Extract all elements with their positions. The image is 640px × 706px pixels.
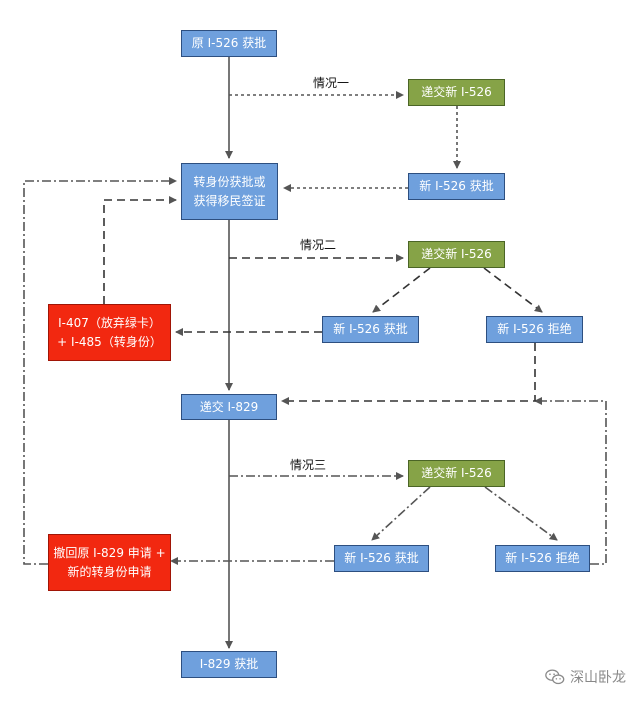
case1-arrows: [229, 91, 461, 192]
node-submit-new-i526-case1: 递交新 I-526: [408, 79, 505, 106]
node-line: 新 I-526 获批: [333, 322, 408, 337]
node-line: 新 I-526 获批: [419, 179, 494, 194]
label-case3: 情况三: [290, 458, 327, 472]
node-line: 获得移民签证: [193, 193, 266, 208]
arrow-denied3-to-i829: [534, 397, 607, 565]
arrow-submit3-to-denied3: [484, 486, 558, 541]
arrow-submit3-to-approved3: [371, 486, 431, 541]
node-adjust-status-or-visa: 转身份获批或 获得移民签证: [181, 163, 278, 220]
node-line: I-829 获批: [199, 657, 259, 672]
node-submit-new-i526-case3: 递交新 I-526: [408, 460, 505, 487]
node-line: 新 I-526 拒绝: [497, 322, 572, 337]
node-i829-approved: I-829 获批: [181, 651, 277, 678]
arrow-submit2-to-approved2: [372, 267, 431, 313]
node-line: 撤回原 I-829 申请 +: [53, 545, 166, 560]
node-line: 新的转身份申请: [67, 564, 152, 579]
node-new-i526-denied-case3: 新 I-526 拒绝: [495, 545, 590, 572]
watermark: 深山卧龙: [544, 666, 626, 688]
wechat-icon: [545, 669, 565, 685]
node-submit-i829: 递交 I-829: [181, 394, 277, 420]
node-line: 转身份获批或: [193, 174, 266, 189]
node-line: 新 I-526 获批: [344, 551, 419, 566]
node-line: 递交新 I-526: [421, 247, 492, 262]
arrow-submit2-to-denied2: [483, 267, 543, 313]
node-line: 递交 I-829: [199, 399, 259, 414]
label-case2: 情况二: [300, 238, 337, 252]
watermark-text: 深山卧龙: [570, 670, 626, 686]
node-i407-plus-i485: I-407（放弃绿卡） + I-485（转身份）: [48, 304, 171, 361]
node-new-i526-denied-case2: 新 I-526 拒绝: [486, 316, 583, 343]
node-line: 原 I-526 获批: [191, 36, 267, 51]
case3-arrows: [23, 177, 607, 565]
node-line: I-407（放弃绿卡）: [58, 315, 161, 330]
arrow-withdraw-to-adjust: [23, 177, 177, 565]
node-new-i526-approved-case3: 新 I-526 获批: [334, 545, 429, 572]
node-line: 新 I-526 拒绝: [505, 551, 580, 566]
node-line: 递交新 I-526: [421, 85, 492, 100]
label-case1: 情况一: [313, 76, 350, 90]
case2-denied-return: [281, 343, 536, 405]
node-submit-new-i526-case2: 递交新 I-526: [408, 241, 505, 268]
node-line: 递交新 I-526: [421, 466, 492, 481]
node-line: + I-485（转身份）: [57, 334, 162, 349]
arrow-denied2-to-i829: [281, 343, 536, 405]
node-new-i526-approved-case1: 新 I-526 获批: [408, 173, 505, 200]
node-new-i526-approved-case2: 新 I-526 获批: [322, 316, 419, 343]
case2-arrows: [103, 196, 543, 336]
node-withdraw-i829: 撤回原 I-829 申请 + 新的转身份申请: [48, 534, 171, 591]
node-original-i526-approved: 原 I-526 获批: [181, 30, 277, 57]
arrow-i407-to-adjust: [103, 196, 177, 304]
